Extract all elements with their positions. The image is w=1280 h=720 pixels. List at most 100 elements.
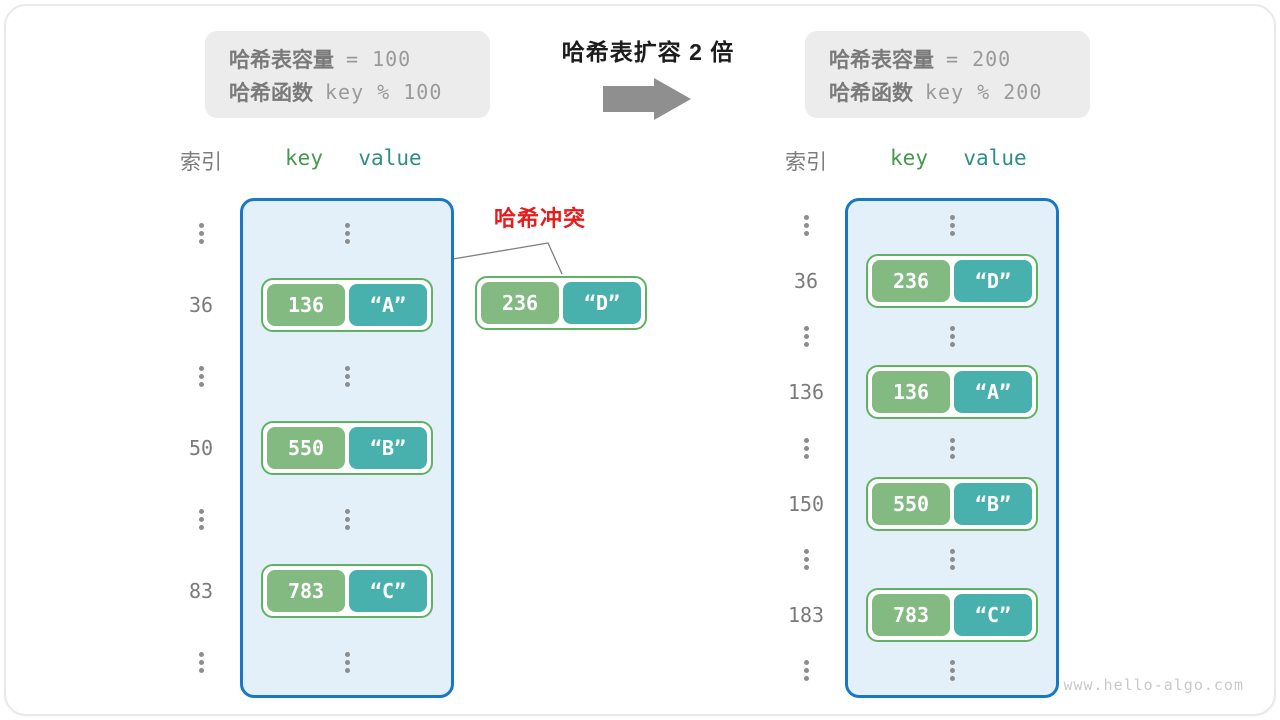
value-header: value [963, 146, 1027, 170]
right-arrow-icon [603, 78, 693, 120]
ellipsis-dots-icon [198, 223, 204, 245]
key-value-pair: 236“D” [475, 276, 647, 330]
index-cell [767, 326, 845, 348]
bucket-cell: 783“C” [845, 587, 1059, 642]
key-value-pair: 783“C” [866, 587, 1038, 642]
value-header: value [358, 146, 422, 170]
table-row: 136 136“A” [767, 365, 1059, 421]
bucket-cell: 136“A” [845, 365, 1059, 420]
index-cell: 36 [188, 293, 214, 318]
index-cell [767, 659, 845, 681]
capacity-line: 哈希表容量 = 200 [829, 42, 1090, 75]
bucket-cell: 236“D” [845, 254, 1059, 309]
bucket-cell [240, 651, 454, 673]
bucket-cell [845, 326, 1059, 348]
index-cell [162, 651, 240, 673]
bucket-cell: 136“A” [240, 278, 454, 333]
index-cell [162, 366, 240, 388]
key-value-pair: 136“A” [261, 278, 433, 333]
hash-function-label: 哈希函数 [229, 81, 313, 105]
bucket-cell [845, 437, 1059, 459]
arrow-shaft [603, 86, 654, 112]
capacity-line: 哈希表容量 = 100 [229, 42, 490, 75]
hash-function-label: 哈希函数 [829, 81, 913, 105]
hash-function-value: key % 200 [925, 79, 1043, 104]
ellipsis-dots-icon [949, 326, 955, 348]
key-box: 783 [872, 593, 950, 636]
table-header-row: 索引 key value [767, 140, 1059, 198]
table-row: 36 236“D” [767, 254, 1059, 310]
key-value-pair: 136“A” [866, 365, 1038, 420]
table-row [162, 341, 454, 412]
value-box: “D” [563, 282, 641, 324]
value-box: “A” [954, 371, 1032, 414]
value-box: “D” [954, 260, 1032, 303]
capacity-value: = 200 [946, 46, 1012, 71]
key-value-pair: 550“B” [866, 476, 1038, 531]
ellipsis-dots-icon [803, 437, 809, 459]
capacity-label: 哈希表容量 [829, 48, 934, 72]
index-cell: 150 [787, 491, 825, 516]
hash-function-value: key % 100 [325, 79, 443, 104]
key-header: key [285, 146, 323, 170]
index-cell: 136 [787, 380, 825, 405]
collision-pair: 236“D” [475, 276, 647, 330]
value-box: “C” [954, 593, 1032, 636]
index-cell: 50 [188, 435, 214, 460]
table-row: 36 136“A” [162, 269, 454, 340]
ellipsis-dots-icon [803, 548, 809, 570]
ellipsis-dots-icon [803, 326, 809, 348]
ellipsis-dots-icon [803, 659, 809, 681]
index-cell [162, 508, 240, 530]
value-box: “C” [349, 569, 427, 612]
hash-collision-label: 哈希冲突 [493, 206, 586, 231]
key-value-pair: 783“C” [261, 563, 433, 618]
index-header: 索引 [180, 151, 222, 174]
bucket-cell: 550“B” [845, 476, 1059, 531]
table-row [162, 198, 454, 269]
bucket-cell [240, 223, 454, 245]
key-value-pair: 550“B” [261, 420, 433, 475]
key-box: 550 [267, 426, 345, 469]
table-row [767, 198, 1059, 254]
ellipsis-dots-icon [949, 659, 955, 681]
table-row [162, 484, 454, 555]
ellipsis-dots-icon [198, 651, 204, 673]
table-row [767, 643, 1059, 699]
bucket-cell [240, 508, 454, 530]
table-row: 150 550“B” [767, 476, 1059, 532]
table-header-row: 索引 key value [162, 140, 454, 198]
watermark: www.hello-algo.com [1063, 676, 1244, 694]
bucket-cell: 783“C” [240, 563, 454, 618]
table-row [767, 420, 1059, 476]
key-box: 550 [872, 482, 950, 525]
ellipsis-dots-icon [949, 548, 955, 570]
key-box: 236 [872, 260, 950, 303]
index-cell [162, 223, 240, 245]
table-row: 50 550“B” [162, 412, 454, 483]
table-row [767, 531, 1059, 587]
ellipsis-dots-icon [344, 223, 350, 245]
index-cell [767, 548, 845, 570]
key-value-header: key value [845, 146, 1059, 170]
key-header: key [890, 146, 928, 170]
hash-function-line: 哈希函数 key % 200 [829, 75, 1090, 108]
capacity-info-box-before: 哈希表容量 = 100 哈希函数 key % 100 [205, 31, 490, 118]
key-value-header: key value [240, 146, 454, 170]
ellipsis-dots-icon [344, 651, 350, 673]
diagram-card [4, 4, 1276, 716]
table-row [767, 309, 1059, 365]
index-cell [767, 215, 845, 237]
ellipsis-dots-icon [949, 437, 955, 459]
index-cell: 36 [793, 269, 819, 294]
key-box: 236 [481, 282, 559, 324]
arrow-head [654, 78, 691, 120]
ellipsis-dots-icon [949, 215, 955, 237]
capacity-info-box-after: 哈希表容量 = 200 哈希函数 key % 200 [805, 31, 1090, 118]
